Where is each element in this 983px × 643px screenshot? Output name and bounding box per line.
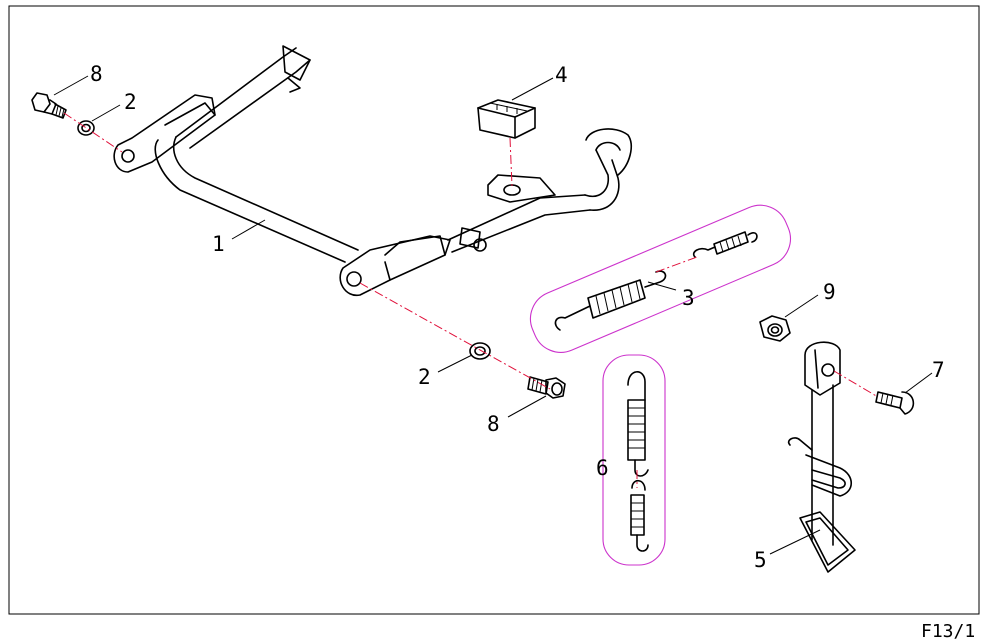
part-7-bolt: [875, 391, 915, 415]
callout-4: 4: [555, 63, 568, 87]
part-8-flange-bolt-lower: [527, 376, 566, 399]
callout-labels: 8 2 1 4 3 2 8 9 7 6 5: [90, 62, 945, 572]
part-3-group-outline: [529, 204, 791, 353]
callout-7: 7: [932, 358, 945, 382]
part-2-washer-upper: [77, 120, 95, 136]
callout-leaders: [53, 75, 933, 555]
part-6-group-outline: [602, 354, 666, 566]
part-8-flange-bolt-upper: [31, 92, 67, 119]
part-9-flange-nut: [759, 315, 791, 342]
callout-1: 1: [212, 232, 225, 256]
callout-2-upper: 2: [124, 90, 137, 114]
callout-5: 5: [754, 548, 767, 572]
part-6-spring-group: [602, 354, 666, 566]
part-5-side-stand: [787, 341, 856, 573]
callout-2-lower: 2: [418, 365, 431, 389]
part-1-stand-frame: [113, 45, 632, 296]
part-4-rubber-stopper: [477, 99, 536, 139]
callout-6: 6: [596, 456, 609, 480]
sheet-id: F13/1: [921, 621, 975, 642]
assembly-centerlines: [63, 112, 879, 488]
callout-3: 3: [682, 286, 695, 310]
callout-8-upper: 8: [90, 62, 103, 86]
drawing-frame: [8, 5, 980, 615]
callout-8-lower: 8: [487, 412, 500, 436]
part-3-spring-group: [529, 204, 791, 353]
part-2-washer-lower: [469, 342, 491, 360]
callout-9: 9: [823, 280, 836, 304]
